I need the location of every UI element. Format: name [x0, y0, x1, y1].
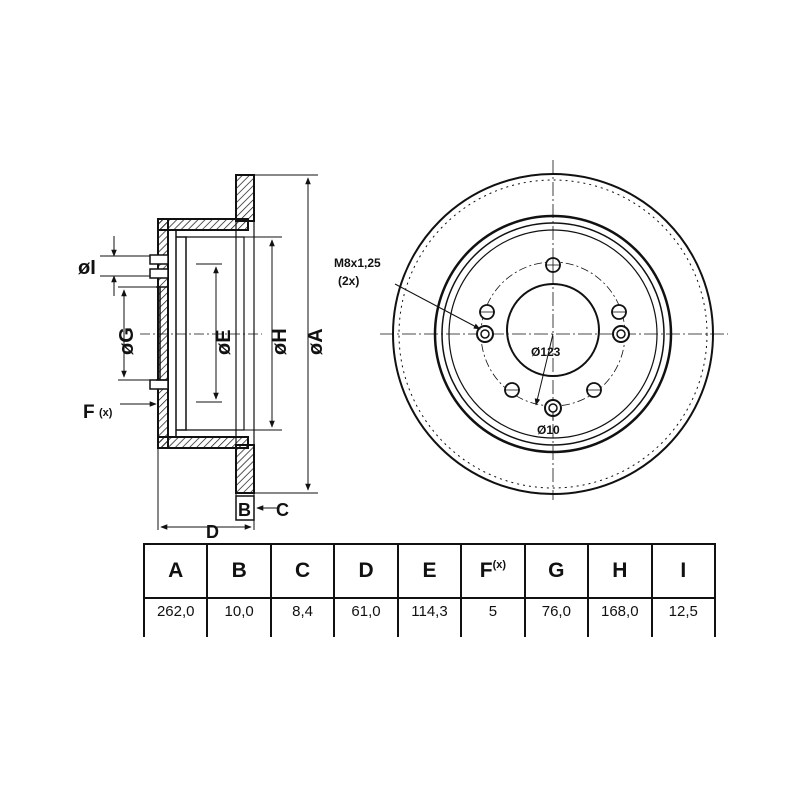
hat-wall-bottom — [157, 436, 249, 449]
center-bore — [506, 283, 600, 377]
header-cell-c: C — [269, 543, 335, 599]
dim-G: øG — [116, 286, 158, 381]
label-dia-a: øA — [305, 328, 327, 355]
dim-H: øH — [244, 236, 291, 431]
label-dia-e: øE — [213, 329, 235, 355]
label-c: C — [276, 500, 289, 520]
label-b: B — [238, 500, 251, 520]
dim-A: øA — [254, 174, 327, 494]
front-view: M8x1,25 (2x) Ø123 Ø10 — [334, 160, 728, 500]
value-cell-f: 5 — [460, 598, 525, 637]
mounting-flange — [157, 218, 169, 449]
brake-disc-technical-drawing: øI øG øE øH øA F (x) B — [78, 160, 728, 540]
label-f-sub: (x) — [99, 407, 113, 419]
threaded-holes — [476, 325, 630, 417]
header-cell-g: G — [523, 543, 589, 599]
dim-I: øI — [78, 236, 150, 296]
value-cell-c: 8,4 — [269, 598, 335, 637]
table-header-row: A B C D E F(x) G H I — [142, 543, 716, 599]
header-cell-b: B — [206, 543, 271, 599]
side-section-view — [140, 174, 262, 494]
value-cell-g: 76,0 — [523, 598, 589, 637]
header-cell-f: F(x) — [460, 543, 525, 599]
label-thread-count: (2x) — [338, 274, 359, 288]
label-dia-g: øG — [116, 327, 138, 355]
label-d: D — [206, 522, 219, 540]
dimensions-table: A B C D E F(x) G H I 262,0 10,0 8,4 61,0… — [142, 543, 716, 637]
header-cell-e: E — [396, 543, 462, 599]
header-cell-i: I — [650, 543, 716, 599]
header-cell-a: A — [142, 543, 208, 599]
label-dia-i: øI — [78, 257, 96, 279]
value-cell-d: 61,0 — [333, 598, 398, 637]
value-cell-e: 114,3 — [396, 598, 462, 637]
disc-outer-edge — [392, 173, 714, 495]
value-cell-h: 168,0 — [587, 598, 652, 637]
header-cell-h: H — [587, 543, 652, 599]
dim-F: F (x) — [83, 401, 157, 423]
dim-E: øE — [196, 263, 235, 403]
label-f: F — [83, 402, 95, 423]
dim-BCD: B C D — [157, 448, 289, 540]
label-thread-spec: M8x1,25 — [334, 256, 381, 270]
value-cell-b: 10,0 — [206, 598, 271, 637]
hat-outer-circle — [433, 214, 673, 454]
header-cell-d: D — [333, 543, 398, 599]
friction-ring-bottom — [235, 444, 255, 494]
hat-wall-top — [157, 218, 249, 231]
value-cell-a: 262,0 — [142, 598, 208, 637]
value-cell-i: 12,5 — [650, 598, 716, 637]
table-value-row: 262,0 10,0 8,4 61,0 114,3 5 76,0 168,0 1… — [142, 598, 716, 637]
label-hole-dia: Ø10 — [537, 423, 560, 437]
label-dia-h: øH — [269, 328, 291, 355]
label-pcd: Ø123 — [531, 345, 561, 359]
friction-ring-top — [235, 174, 255, 222]
